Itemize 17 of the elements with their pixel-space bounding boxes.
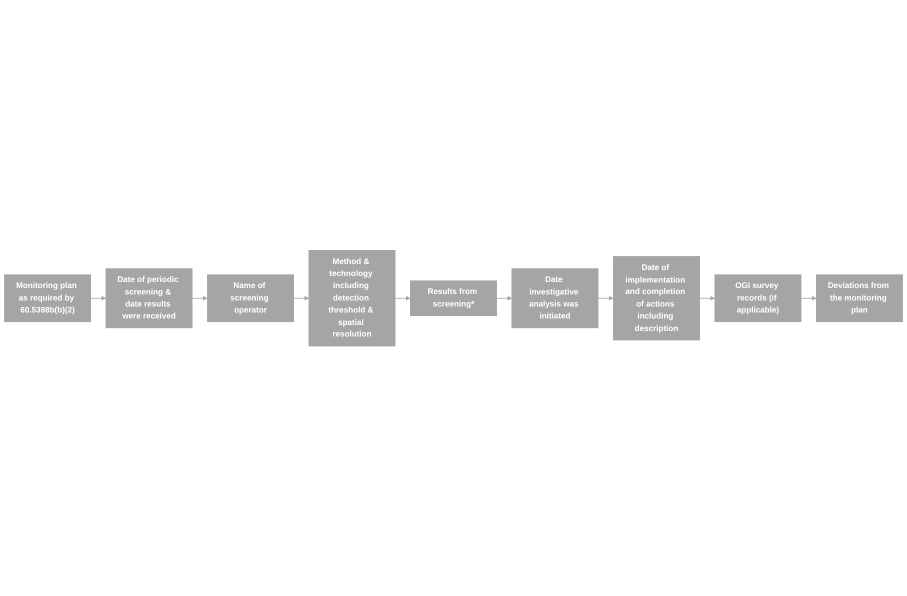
node-box: OGI survey records (if applicable) [714, 274, 802, 322]
node-box: Results from screening* [410, 280, 497, 316]
arrow [90, 296, 106, 300]
arrow [598, 296, 614, 300]
node-box: Date of periodic screening & date results were received [106, 268, 192, 328]
node-box: Method & technology including detection threshold & spatial resolution [308, 250, 396, 346]
arrow [394, 296, 411, 300]
arrow [192, 296, 208, 300]
node-box: Monitoring plan as required by 60.5398b(b)(2) [4, 274, 92, 322]
node-box: Date of implementation and completion of actions including description [613, 256, 700, 340]
arrow [496, 296, 512, 300]
node-box: Name of screening operator [207, 274, 294, 322]
node-box: Deviations from the monitoring plan [816, 274, 903, 322]
arrow [699, 296, 715, 300]
node-box: Date investigative analysis was initiated [512, 268, 598, 328]
arrow [293, 296, 310, 300]
arrow [800, 296, 816, 300]
